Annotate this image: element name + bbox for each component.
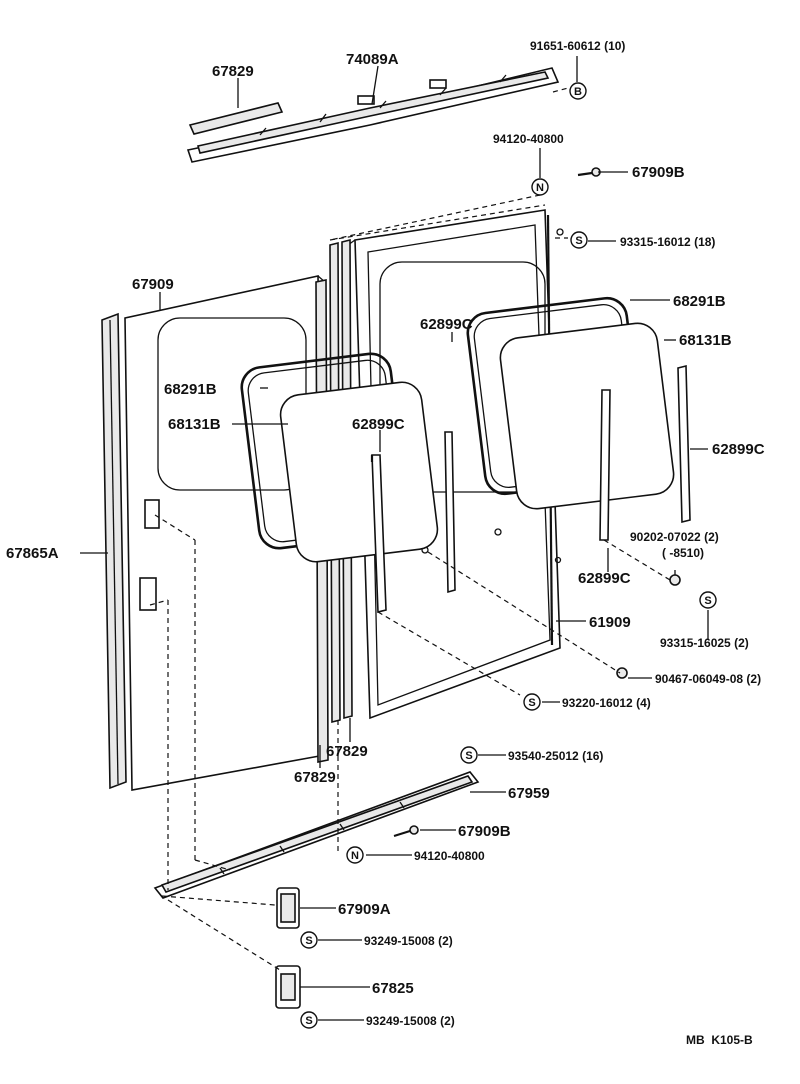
symbol-S-text: S [704,595,711,607]
symbol-B-text: B [574,86,582,98]
label-67865A: 67865A [6,545,59,562]
label-62899C-right: 62899C [712,441,765,458]
upper-rail-74089A [186,67,560,163]
glass-run-right [677,364,691,524]
diagram-code: MB K105-B [686,1033,753,1047]
label-67829-mid: 67829 [326,743,368,760]
glass-run-low [599,389,611,541]
symbol-S-93220: S [523,693,541,711]
label-67959: 67959 [508,785,550,802]
label-67909A: 67909A [338,901,391,918]
symbol-S-93249-b: S [300,1011,318,1029]
left-glass-68131B [279,381,439,563]
guide-67825 [275,965,301,1009]
glass-run-center [370,454,387,614]
label-62899C-mid: 62899C [420,316,473,333]
label-90202-07022: 90202-07022 (2) [630,530,719,544]
weatherstrip-67865A [101,312,127,790]
symbol-S-93249-a: S [300,931,318,949]
label-67829-top: 67829 [212,63,254,80]
screw-67909B-top [577,167,601,177]
label-8510: ( -8510) [662,546,704,560]
label-93220-16012: 93220-16012 (4) [562,696,651,710]
label-93540-25012: 93540-25012 (16) [508,749,603,763]
label-67825: 67825 [372,980,414,997]
label-67909: 67909 [132,276,174,293]
label-68291B-left: 68291B [164,381,217,398]
lower-rail-67959 [153,771,480,899]
screw-67909B-low [393,825,419,838]
label-67829-low: 67829 [294,769,336,786]
glass-run-mid [444,431,456,594]
symbol-B: B [569,82,587,100]
label-67909B-low: 67909B [458,823,511,840]
symbol-N-low: N [346,846,364,864]
right-glass-68131B [499,322,675,510]
label-68131B-left: 68131B [168,416,221,433]
bolt-90202 [669,570,681,586]
symbol-S-text: S [528,697,535,709]
assembly-lines [149,87,671,971]
symbol-S-text: S [575,235,582,247]
upper-weatherstrip-67829 [188,102,284,135]
label-62899C-center: 62899C [352,416,405,433]
clip-90467 [616,667,628,679]
symbol-S-93540: S [460,746,478,764]
label-93315-16025: 93315-16025 (2) [660,636,749,650]
symbol-S-93315-18: S [570,231,588,249]
label-91651-60612: 91651-60612 (10) [530,39,625,53]
label-90467-06049: 90467-06049-08 (2) [655,672,761,686]
roller-67909A [276,887,300,929]
label-74089A: 74089A [346,51,399,68]
symbol-N-top: N [531,178,549,196]
symbol-N-top-text: N [536,182,544,194]
label-68291B-right: 68291B [673,293,726,310]
symbol-S-text: S [465,750,472,762]
label-94120-40800-top: 94120-40800 [493,132,564,146]
leader-lines [80,56,709,1021]
label-93249-15008-b: 93249-15008 (2) [366,1014,455,1028]
symbol-S-93315-2: S [699,591,717,609]
label-93249-15008-a: 93249-15008 (2) [364,934,453,948]
label-67909B-top: 67909B [632,164,685,181]
label-62899C-low: 62899C [578,570,631,587]
symbol-S-text: S [305,1015,312,1027]
label-68131B-right: 68131B [679,332,732,349]
label-94120-40800-low: 94120-40800 [414,849,485,863]
symbol-S-text: S [305,935,312,947]
symbol-N-low-text: N [351,850,359,862]
label-93315-16012: 93315-16012 (18) [620,235,715,249]
label-61909: 61909 [589,614,631,631]
